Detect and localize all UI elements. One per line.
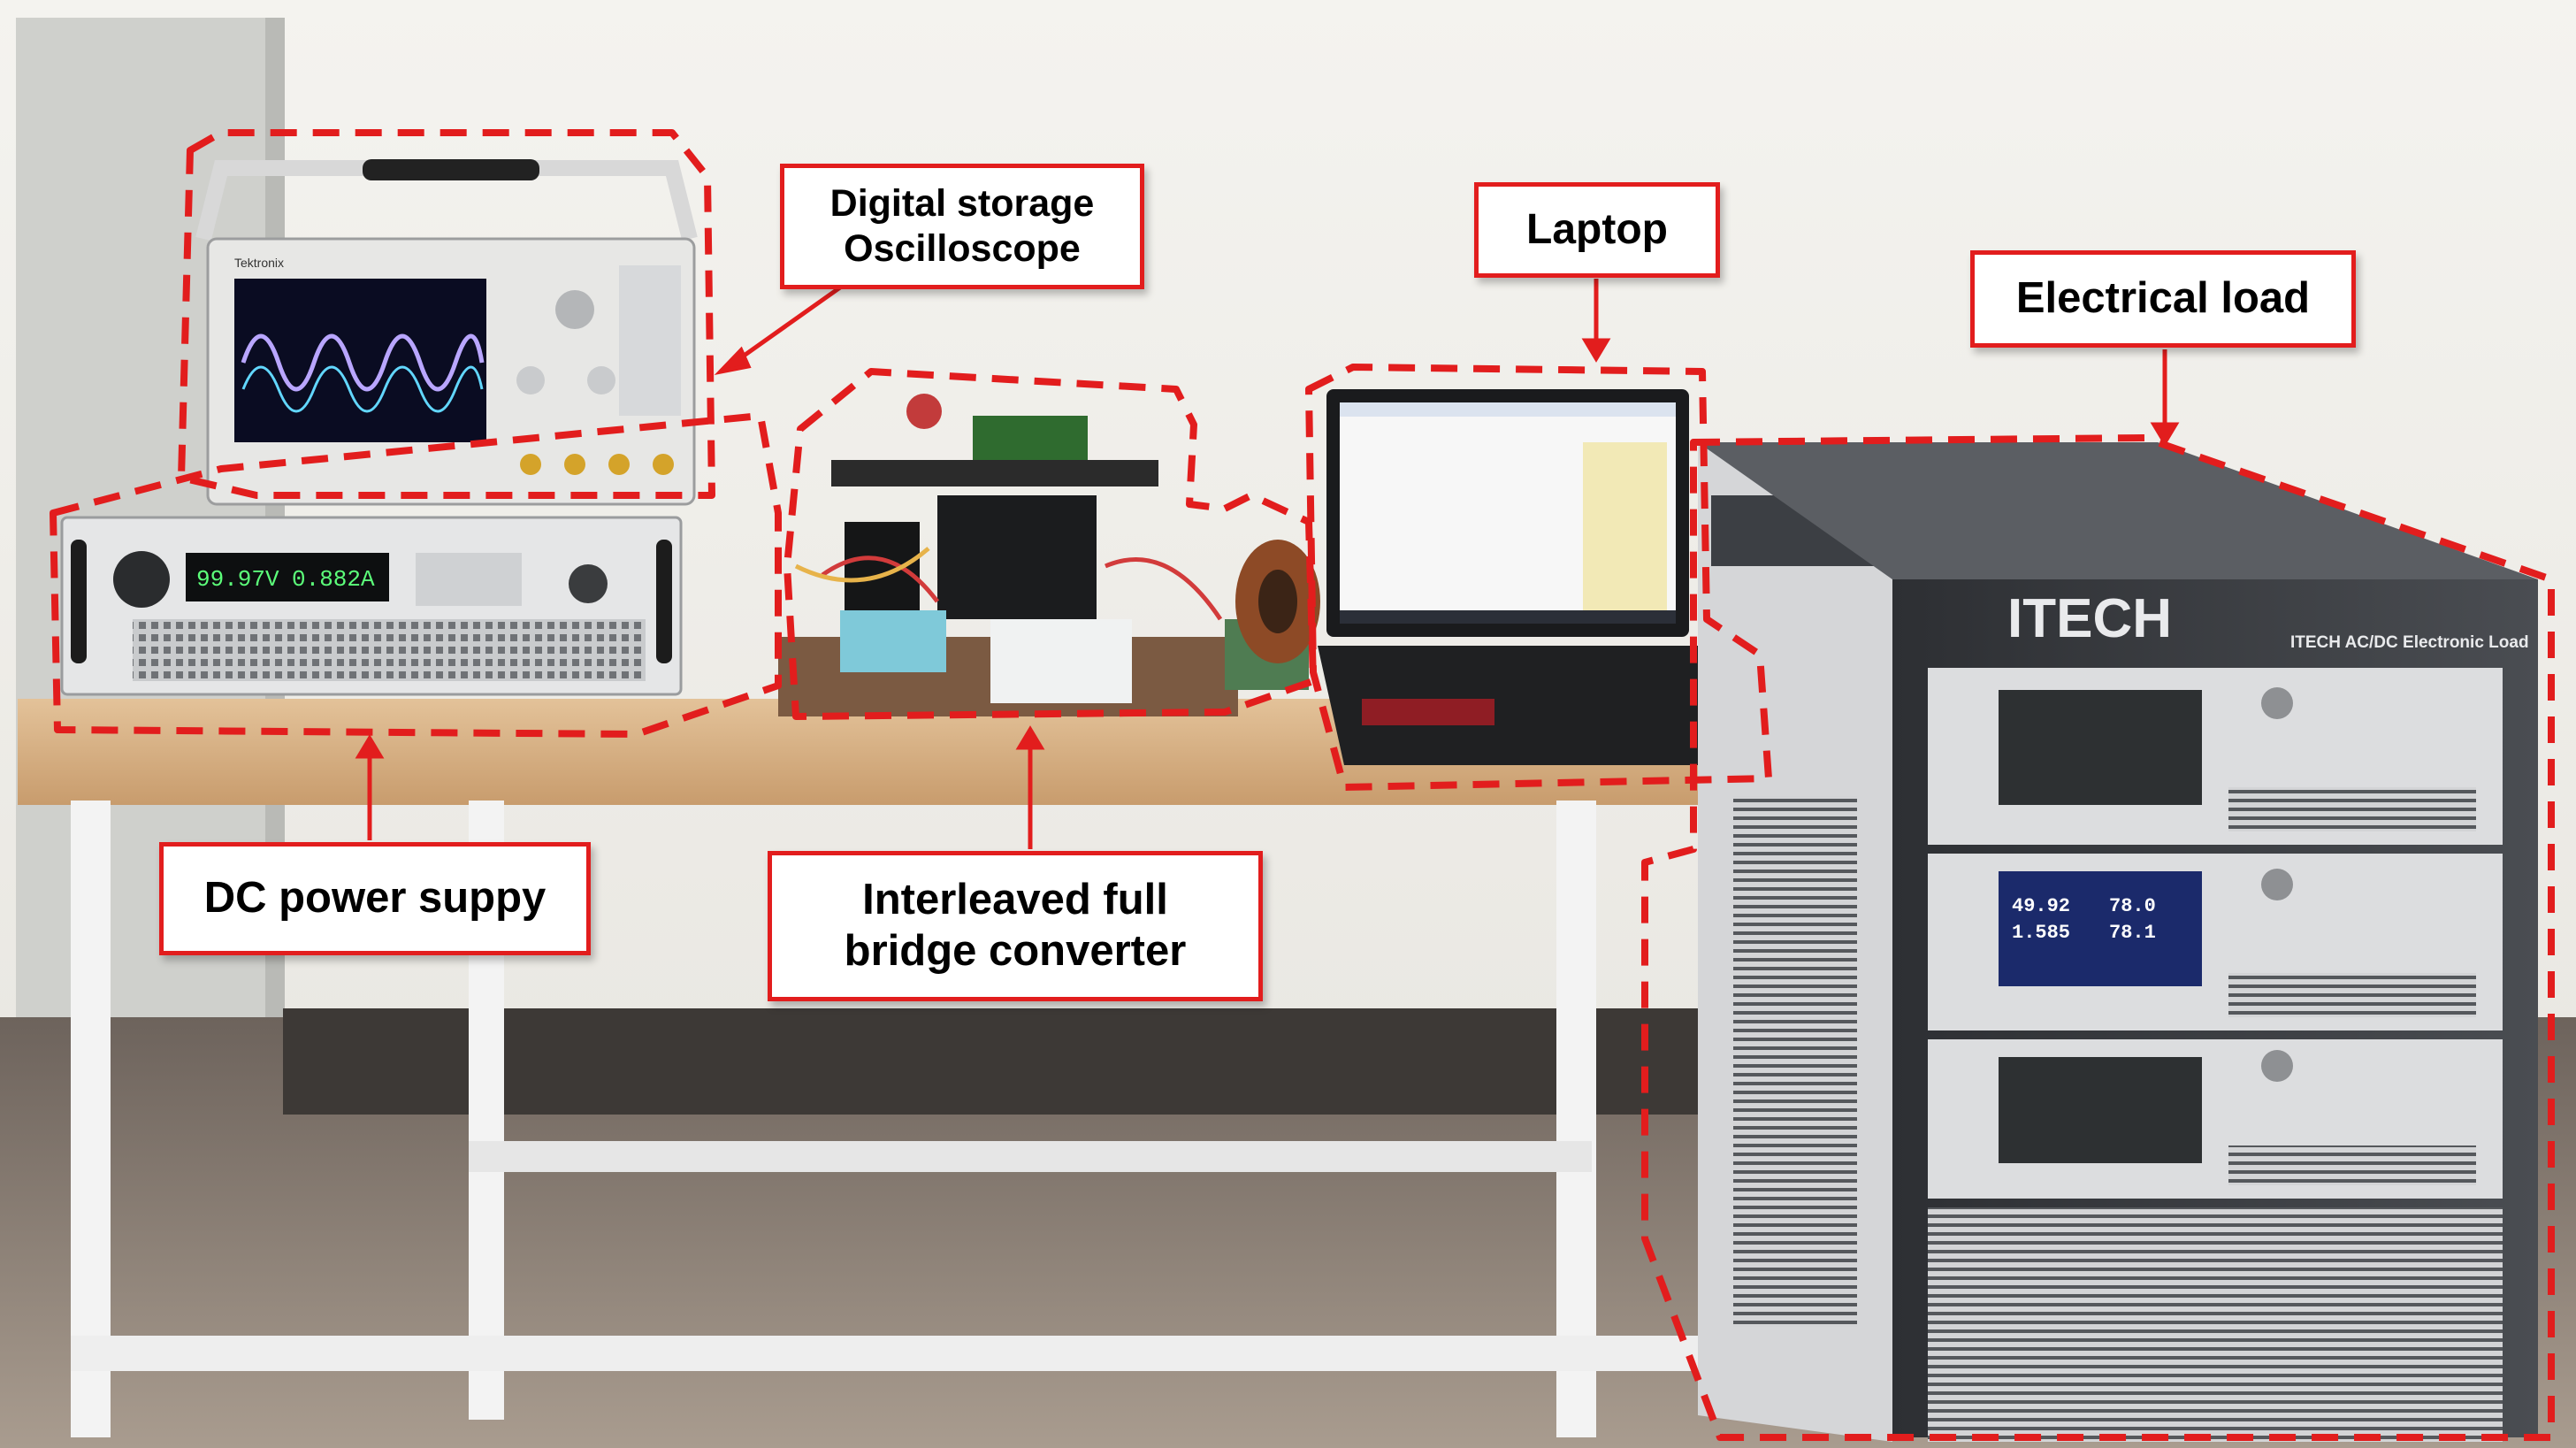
laptop-label: Laptop [1474,182,1720,278]
desk-frame-left-leg [71,801,111,1437]
load-readout-d: 78.1 [2109,922,2156,944]
itech-model: ITECH AC/DC Electronic Load [2290,633,2529,652]
oscilloscope: Tektronix [195,159,698,506]
oscilloscope-label: Digital storage Oscilloscope [780,164,1144,289]
laptop-outline [1305,364,1772,791]
desk-frame-rail [71,1336,1795,1371]
load-readout-b: 78.0 [2109,895,2156,917]
scope-brand: Tektronix [234,256,284,270]
electrical-load-outline [1641,434,2555,1441]
load-readout-c: 1.585 [2012,922,2070,944]
oscilloscope-label-line1: Digital storage [829,182,1095,226]
oscilloscope-arrow [732,285,842,365]
oscilloscope-outline [178,129,715,499]
laptop [1318,389,1755,765]
itech-logo: ITECH [2007,588,2172,649]
oscilloscope-label-line2: Oscilloscope [844,227,1081,270]
electrical-load-cabinet: ITECH ITECH AC/DC Electronic Load 49.92 … [1698,442,2538,1442]
load-readout-a: 49.92 [2012,895,2070,917]
electrical-load-label: Electrical load [1970,250,2356,348]
desk-frame-rail2 [469,1141,1592,1172]
converter-outline [784,368,1317,720]
callout-arrows [355,279,2180,849]
converter-board [778,394,1320,716]
converter-label: Interleaved full bridge converter [768,851,1263,1001]
psu-current-readout: 0.882A [292,566,375,593]
laptop-label-text: Laptop [1526,205,1668,253]
converter-label-line1: Interleaved full [862,876,1168,924]
desk-frame-right-leg [1556,801,1596,1437]
dc-power-supply-outline [50,412,782,738]
converter-label-line2: bridge converter [844,927,1187,975]
annotation-outlines [50,129,2555,1441]
psu-voltage-readout: 99.97V [196,566,279,593]
dark-floor-strip [283,1008,1786,1115]
scope-waveform [241,333,485,392]
electrical-load-label-text: Electrical load [2015,274,2311,323]
dc-power-supply-label: DC power suppy [159,842,591,955]
dc-power-supply: 99.97V 0.882A [60,516,683,696]
dc-power-supply-label-text: DC power suppy [203,874,547,923]
